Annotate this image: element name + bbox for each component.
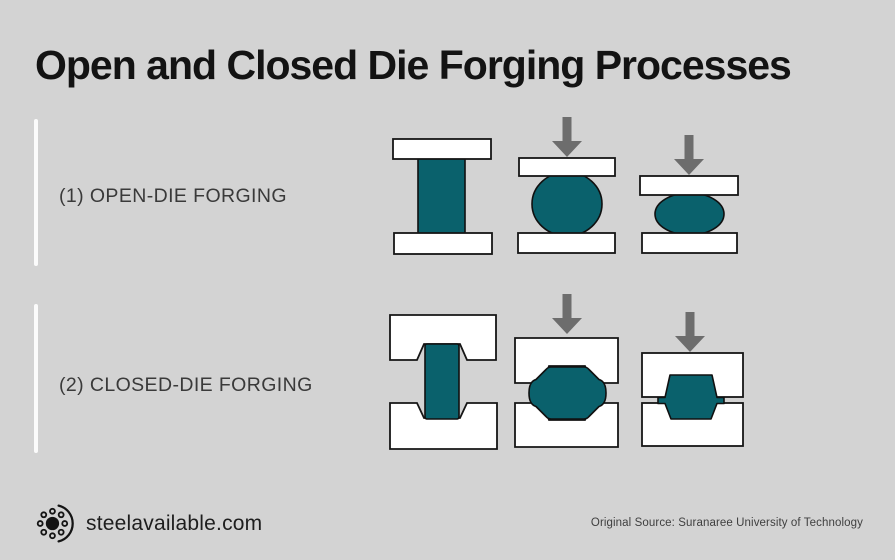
- open-die-stage3: [639, 135, 739, 254]
- workpiece-finished-with-flash: [657, 374, 725, 420]
- row1-label: (1) OPEN-DIE FORGING: [59, 185, 287, 207]
- ball-bearing-logo-icon: [36, 504, 74, 543]
- workpiece-billet: [424, 343, 460, 420]
- top-flat-die: [518, 157, 616, 177]
- closed-die-stage2: [514, 294, 619, 448]
- top-flat-die: [639, 175, 739, 196]
- bottom-flat-die: [517, 232, 616, 254]
- press-arrow-icon: [675, 312, 705, 352]
- closed-die-stage1: [389, 314, 498, 450]
- workpiece-billet: [417, 149, 466, 241]
- workpiece-filling-cavity: [528, 366, 607, 420]
- closed-die-stage3: [641, 312, 744, 447]
- brand-name: steelavailable.com: [86, 511, 263, 535]
- page-title: Open and Closed Die Forging Processes: [35, 42, 792, 88]
- top-flat-die: [392, 138, 492, 160]
- open-die-stage1: [392, 138, 493, 255]
- press-arrow-icon: [552, 294, 582, 334]
- bottom-flat-die: [393, 232, 493, 255]
- bottom-impression-die: [389, 402, 498, 450]
- workpiece-flattened: [654, 192, 725, 236]
- source-attribution: Original Source: Suranaree University of…: [590, 517, 863, 529]
- row1-accent-bar: [34, 119, 38, 266]
- row2-label: (2) CLOSED-DIE FORGING: [59, 374, 313, 396]
- press-arrow-icon: [552, 117, 582, 157]
- bottom-flat-die: [641, 232, 738, 254]
- footer-brand: steelavailable.com: [32, 501, 262, 546]
- row2-accent-bar: [34, 304, 38, 453]
- open-die-stage2: [517, 117, 616, 254]
- workpiece-bulged: [531, 171, 603, 237]
- top-impression-die: [389, 314, 497, 361]
- press-arrow-icon: [674, 135, 704, 175]
